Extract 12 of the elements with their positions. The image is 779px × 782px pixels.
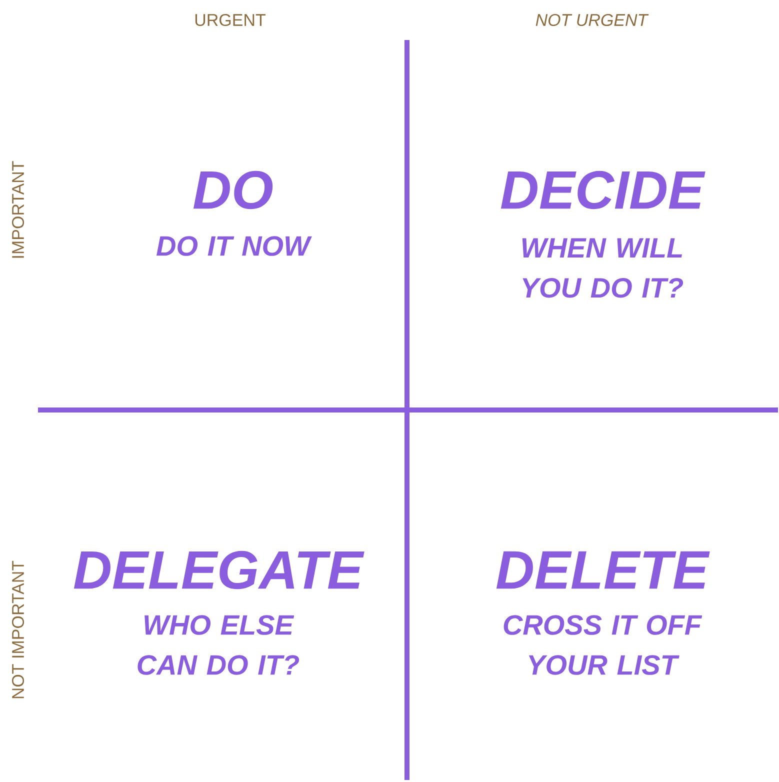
quadrant-title: DELEGATE (74, 550, 364, 590)
axis-label: IMPORTANT (12, 161, 24, 258)
quadrant-text: CROSS IT OFF YOUR LIST (504, 615, 702, 675)
quadrant-text: DO IT NOW (156, 236, 312, 256)
quadrant-title: DECIDE (500, 170, 706, 210)
quadrant-text: WHEN WILL YOU DO IT? (522, 238, 684, 298)
axis-label: NOT IMPORTANT (12, 560, 24, 698)
axis-label: NOT URGENT (536, 14, 649, 26)
quadrant-text: WHO ELSE CAN DO IT? (138, 615, 300, 675)
quadrant-title: DELETE (496, 551, 710, 589)
quadrant-title: DO (193, 170, 273, 210)
axis-label: URGENT (195, 14, 266, 26)
